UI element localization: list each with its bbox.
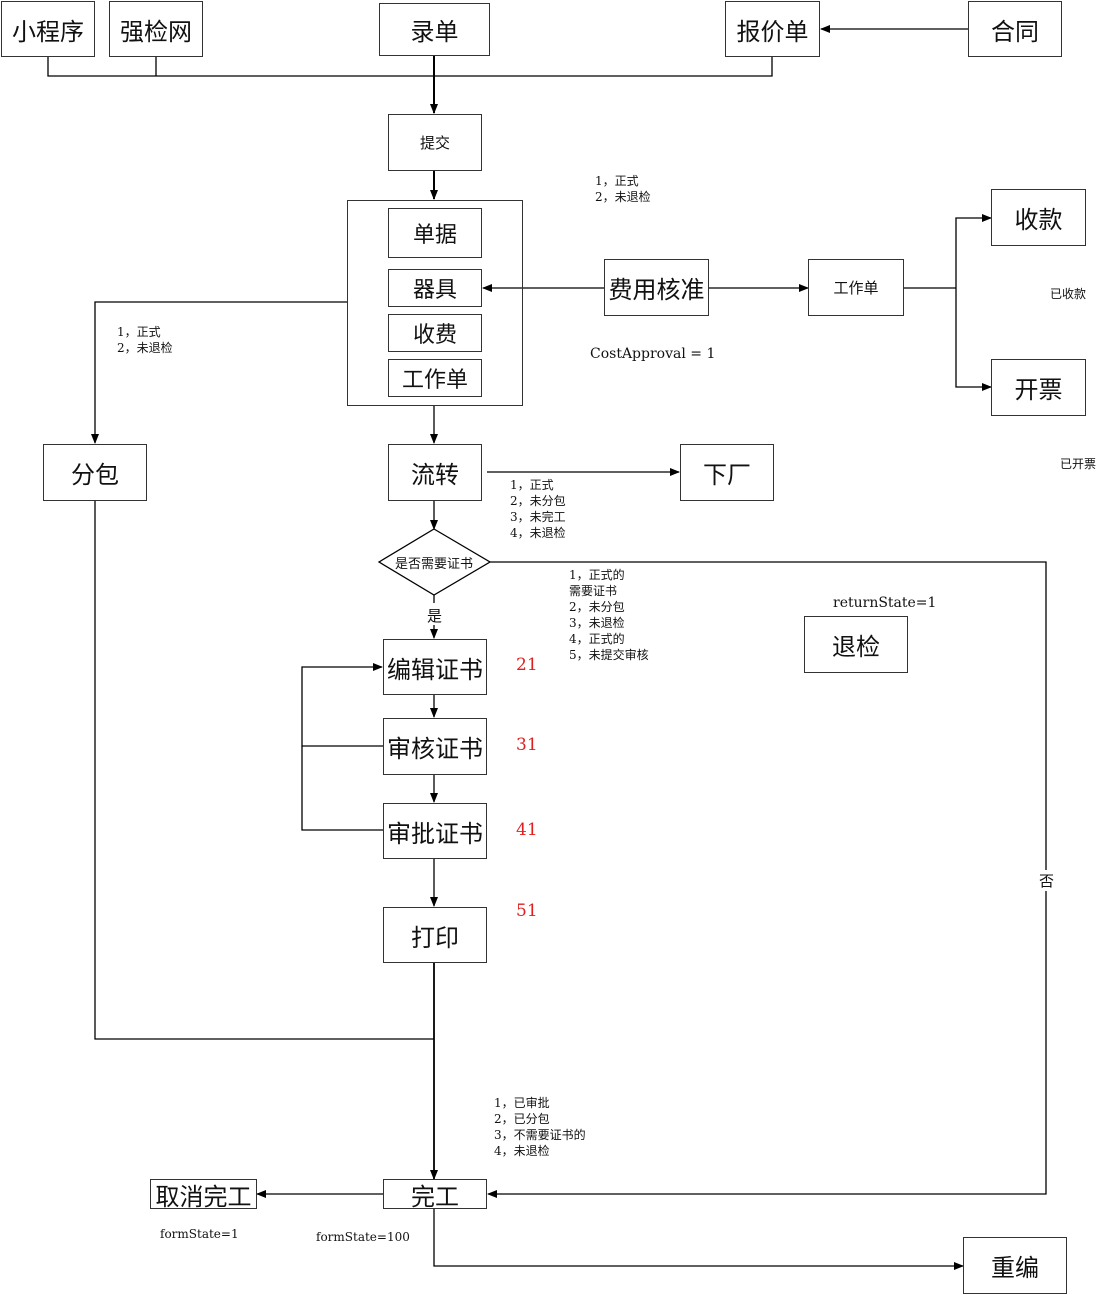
state-code-review: 31 (516, 735, 538, 755)
node-qiangjian-net[interactable]: 强检网 (109, 1, 203, 57)
node-document[interactable]: 单据 (388, 208, 482, 258)
node-approve-certificate[interactable]: 审批证书 (383, 803, 487, 859)
edge-branch-receive (955, 214, 992, 288)
node-entry[interactable]: 录单 (379, 3, 490, 56)
edge-label-no: 否 (1039, 870, 1055, 891)
edge-mini-program (47, 57, 434, 77)
node-submit[interactable]: 提交 (388, 114, 482, 171)
node-review-certificate[interactable]: 审核证书 (383, 718, 487, 775)
node-contract[interactable]: 合同 (968, 1, 1062, 57)
edge-subcontract-complete (94, 500, 434, 1040)
node-subcontract[interactable]: 分包 (43, 444, 147, 501)
note-received-payment: 已收款 (1050, 287, 1087, 301)
node-quotation[interactable]: 报价单 (725, 1, 820, 57)
node-to-factory[interactable]: 下厂 (680, 444, 774, 501)
edge-review-back (301, 663, 383, 747)
note-subcontract-conditions: 1，正式 2，未退检 (117, 325, 173, 355)
state-code-approve: 41 (516, 820, 538, 840)
node-print[interactable]: 打印 (383, 907, 487, 963)
need-certificate-diamond (377, 528, 492, 596)
node-instrument[interactable]: 器具 (388, 269, 482, 307)
node-mini-program[interactable]: 小程序 (1, 1, 95, 57)
node-circulate[interactable]: 流转 (388, 444, 482, 501)
edge-label-yes: 是 (427, 607, 443, 625)
node-cost-approval[interactable]: 费用核准 (604, 259, 709, 316)
note-invoiced: 已开票 (1060, 457, 1097, 471)
node-container-workorder[interactable]: 工作单 (388, 359, 482, 397)
edge-approve-back (301, 746, 383, 831)
edge-no-complete (487, 890, 1047, 1198)
node-work-order[interactable]: 工作单 (808, 259, 904, 316)
edge-branch-invoice (955, 288, 992, 391)
edge-container-subcontract (91, 301, 347, 444)
note-complete-conditions: 1，已审批 2，已分包 3，不需要证书的 4，未退检 (494, 1096, 586, 1158)
node-invoice[interactable]: 开票 (991, 359, 1086, 416)
need-certificate-label: 是否需要证书 (395, 557, 474, 572)
edge-diamond-complete (490, 561, 1047, 870)
edge-quotation (434, 57, 773, 77)
note-cost-approval-conditions: 1，正式 2，未退检 (595, 174, 651, 204)
edge-complete-reedit (433, 1209, 964, 1270)
node-edit-certificate[interactable]: 编辑证书 (383, 639, 487, 695)
note-return-state: returnState=1 (833, 595, 937, 611)
state-code-print: 51 (516, 901, 538, 921)
note-certificate-conditions: 1，正式的 需要证书 2，未分包 3，未退检 4，正式的 5，未提交审核 (569, 568, 649, 662)
document-container (347, 200, 523, 406)
note-cost-approval-value: CostApproval = 1 (590, 346, 716, 362)
node-receive-payment[interactable]: 收款 (991, 189, 1086, 246)
note-to-factory-conditions: 1，正式 2，未分包 3，未完工 4，未退检 (510, 478, 566, 540)
state-code-edit: 21 (516, 655, 538, 675)
node-complete[interactable]: 完工 (383, 1179, 487, 1211)
node-re-edit[interactable]: 重编 (963, 1237, 1067, 1294)
node-cancel-complete[interactable]: 取消完工 (150, 1179, 257, 1211)
note-cancel-form-state: formState=1 (160, 1227, 239, 1241)
node-return-inspection[interactable]: 退检 (804, 616, 908, 673)
note-complete-form-state: formState=100 (316, 1230, 410, 1244)
node-charge[interactable]: 收费 (388, 314, 482, 352)
